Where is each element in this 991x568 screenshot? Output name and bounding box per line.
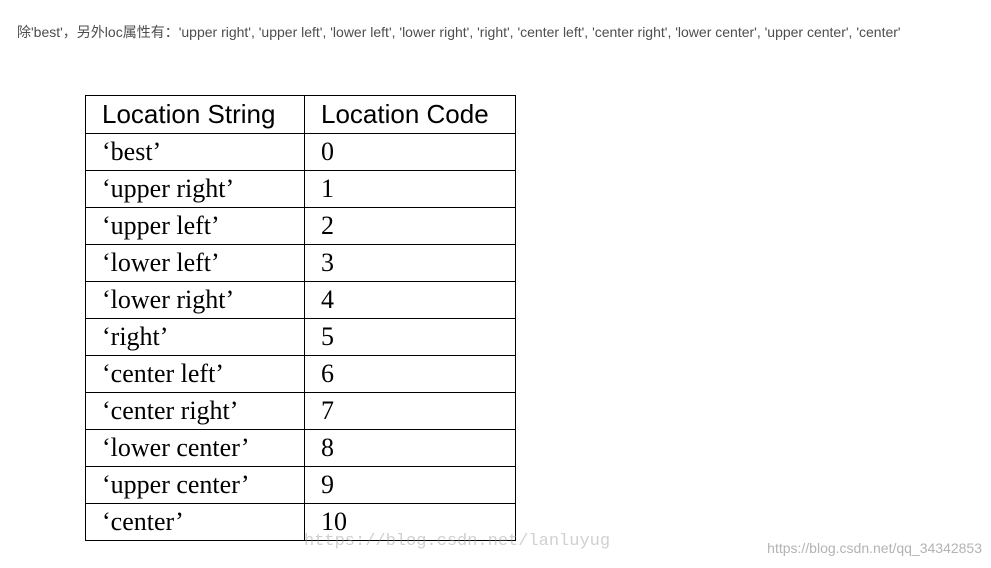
table-row: ‘best’ 0 [85, 133, 516, 171]
table-row: ‘upper right’ 1 [85, 170, 516, 208]
table-row: ‘center right’ 7 [85, 392, 516, 430]
location-code-cell: 1 [304, 170, 516, 208]
image-watermark: https://blog.csdn.net/lanluyug [304, 532, 611, 551]
column-header-location-code: Location Code [304, 95, 516, 134]
location-code-cell: 6 [304, 355, 516, 393]
location-code-cell: 0 [304, 133, 516, 171]
location-code-cell: 8 [304, 429, 516, 467]
location-string-cell: ‘center right’ [85, 392, 305, 430]
location-string-cell: ‘lower right’ [85, 281, 305, 319]
location-string-cell: ‘upper center’ [85, 466, 305, 504]
location-string-cell: ‘upper right’ [85, 170, 305, 208]
location-string-cell: ‘lower left’ [85, 244, 305, 282]
location-string-cell: ‘lower center’ [85, 429, 305, 467]
table-row: ‘right’ 5 [85, 318, 516, 356]
location-code-cell: 10 [304, 503, 516, 541]
intro-paragraph: 除'best'，另外loc属性有：'upper right', 'upper l… [17, 24, 901, 40]
location-string-cell: ‘best’ [85, 133, 305, 171]
table-row: ‘upper left’ 2 [85, 207, 516, 245]
table-row: ‘lower center’ 8 [85, 429, 516, 467]
table-header-row: Location String Location Code [85, 95, 516, 134]
table-row: ‘upper center’ 9 [85, 466, 516, 504]
location-string-cell: ‘center left’ [85, 355, 305, 393]
location-code-cell: 7 [304, 392, 516, 430]
table-row: ‘center’ 10 [85, 503, 516, 541]
location-code-cell: 4 [304, 281, 516, 319]
location-code-cell: 3 [304, 244, 516, 282]
location-code-table-image: Location String Location Code ‘best’ 0 ‘… [85, 95, 516, 541]
location-code-cell: 9 [304, 466, 516, 504]
location-string-cell: ‘upper left’ [85, 207, 305, 245]
location-code-cell: 5 [304, 318, 516, 356]
table-row: ‘lower left’ 3 [85, 244, 516, 282]
column-header-location-string: Location String [85, 95, 305, 134]
table-row: ‘center left’ 6 [85, 355, 516, 393]
table-row: ‘lower right’ 4 [85, 281, 516, 319]
location-string-cell: ‘center’ [85, 503, 305, 541]
location-code-cell: 2 [304, 207, 516, 245]
location-string-cell: ‘right’ [85, 318, 305, 356]
location-code-table: Location String Location Code ‘best’ 0 ‘… [85, 95, 516, 541]
corner-watermark: https://blog.csdn.net/qq_34342853 [767, 540, 982, 556]
